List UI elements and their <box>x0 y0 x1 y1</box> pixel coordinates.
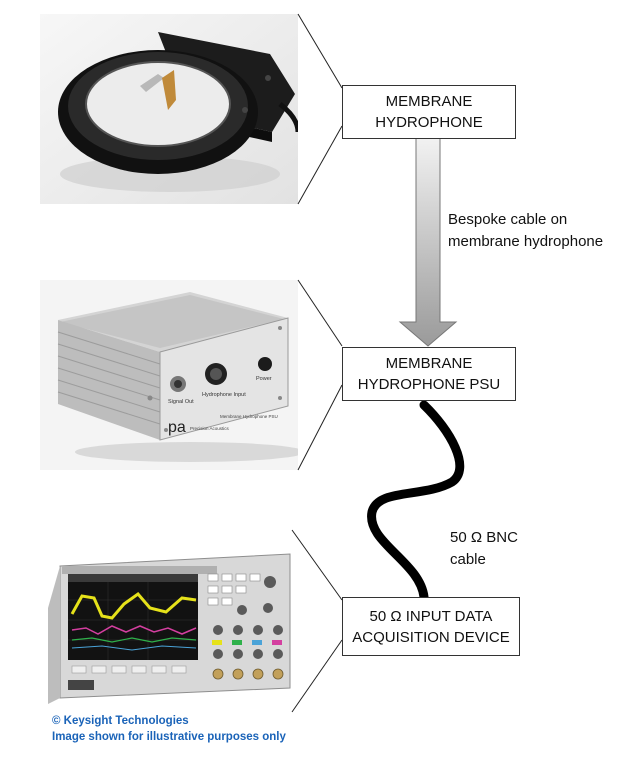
data-acquisition-device-box: 50 Ω INPUT DATA ACQUISITION DEVICE <box>342 597 520 656</box>
oscilloscope-photo <box>42 548 292 712</box>
signal-out-label: Signal Out <box>168 399 194 405</box>
hydrophone-input-label: Hydrophone Input <box>202 392 246 398</box>
callout-line-daq-top <box>291 529 343 601</box>
membrane-hydrophone-photo <box>40 14 298 204</box>
bespoke-cable-label-line2: membrane hydrophone <box>448 233 604 250</box>
hydrophone-box-line1: MEMBRANE <box>385 93 473 110</box>
callout-line-daq-bottom <box>291 639 343 713</box>
bnc-cable-label-line2: cable <box>450 551 486 568</box>
membrane-hydrophone-box: MEMBRANE HYDROPHONE <box>342 85 516 139</box>
bnc-cable-label-line1: 50 Ω BNC <box>450 529 518 546</box>
callout-line-hydrophone-top <box>297 13 343 89</box>
membrane-hydrophone-psu-box: MEMBRANE HYDROPHONE PSU <box>342 347 516 401</box>
callout-line-hydrophone-bottom <box>297 125 343 205</box>
daq-box-line2: ACQUISITION DEVICE <box>352 628 510 646</box>
image-credit-line1: © Keysight Technologies <box>52 715 189 727</box>
image-credit: © Keysight Technologies Image shown for … <box>52 713 286 745</box>
bnc-cable-label: 50 Ω BNC cable <box>450 527 518 571</box>
bnc-cable <box>367 400 465 602</box>
hydrophone-box-line2: HYDROPHONE <box>375 114 483 131</box>
hydrophone-psu-photo: Signal Out Hydrophone Input Power pa Pre… <box>40 280 298 470</box>
brand-text: Precision Acoustics <box>190 426 230 431</box>
power-label: Power <box>256 376 272 382</box>
psu-box-line1: MEMBRANE <box>385 355 473 372</box>
psu-box-line2: HYDROPHONE PSU <box>357 376 501 393</box>
bespoke-cable-arrow <box>398 137 458 347</box>
bespoke-cable-label: Bespoke cable on membrane hydrophone <box>448 209 603 253</box>
callout-line-psu-top <box>297 279 343 347</box>
daq-box-line1: 50 Ω INPUT DATA <box>369 607 493 625</box>
bespoke-cable-label-line1: Bespoke cable on <box>448 211 568 228</box>
pa-logo-text: pa <box>168 419 186 436</box>
image-credit-line2: Image shown for illustrative purposes on… <box>52 731 286 743</box>
model-text: Membrane Hydrophone PSU <box>220 414 278 419</box>
callout-line-psu-bottom <box>297 384 343 471</box>
